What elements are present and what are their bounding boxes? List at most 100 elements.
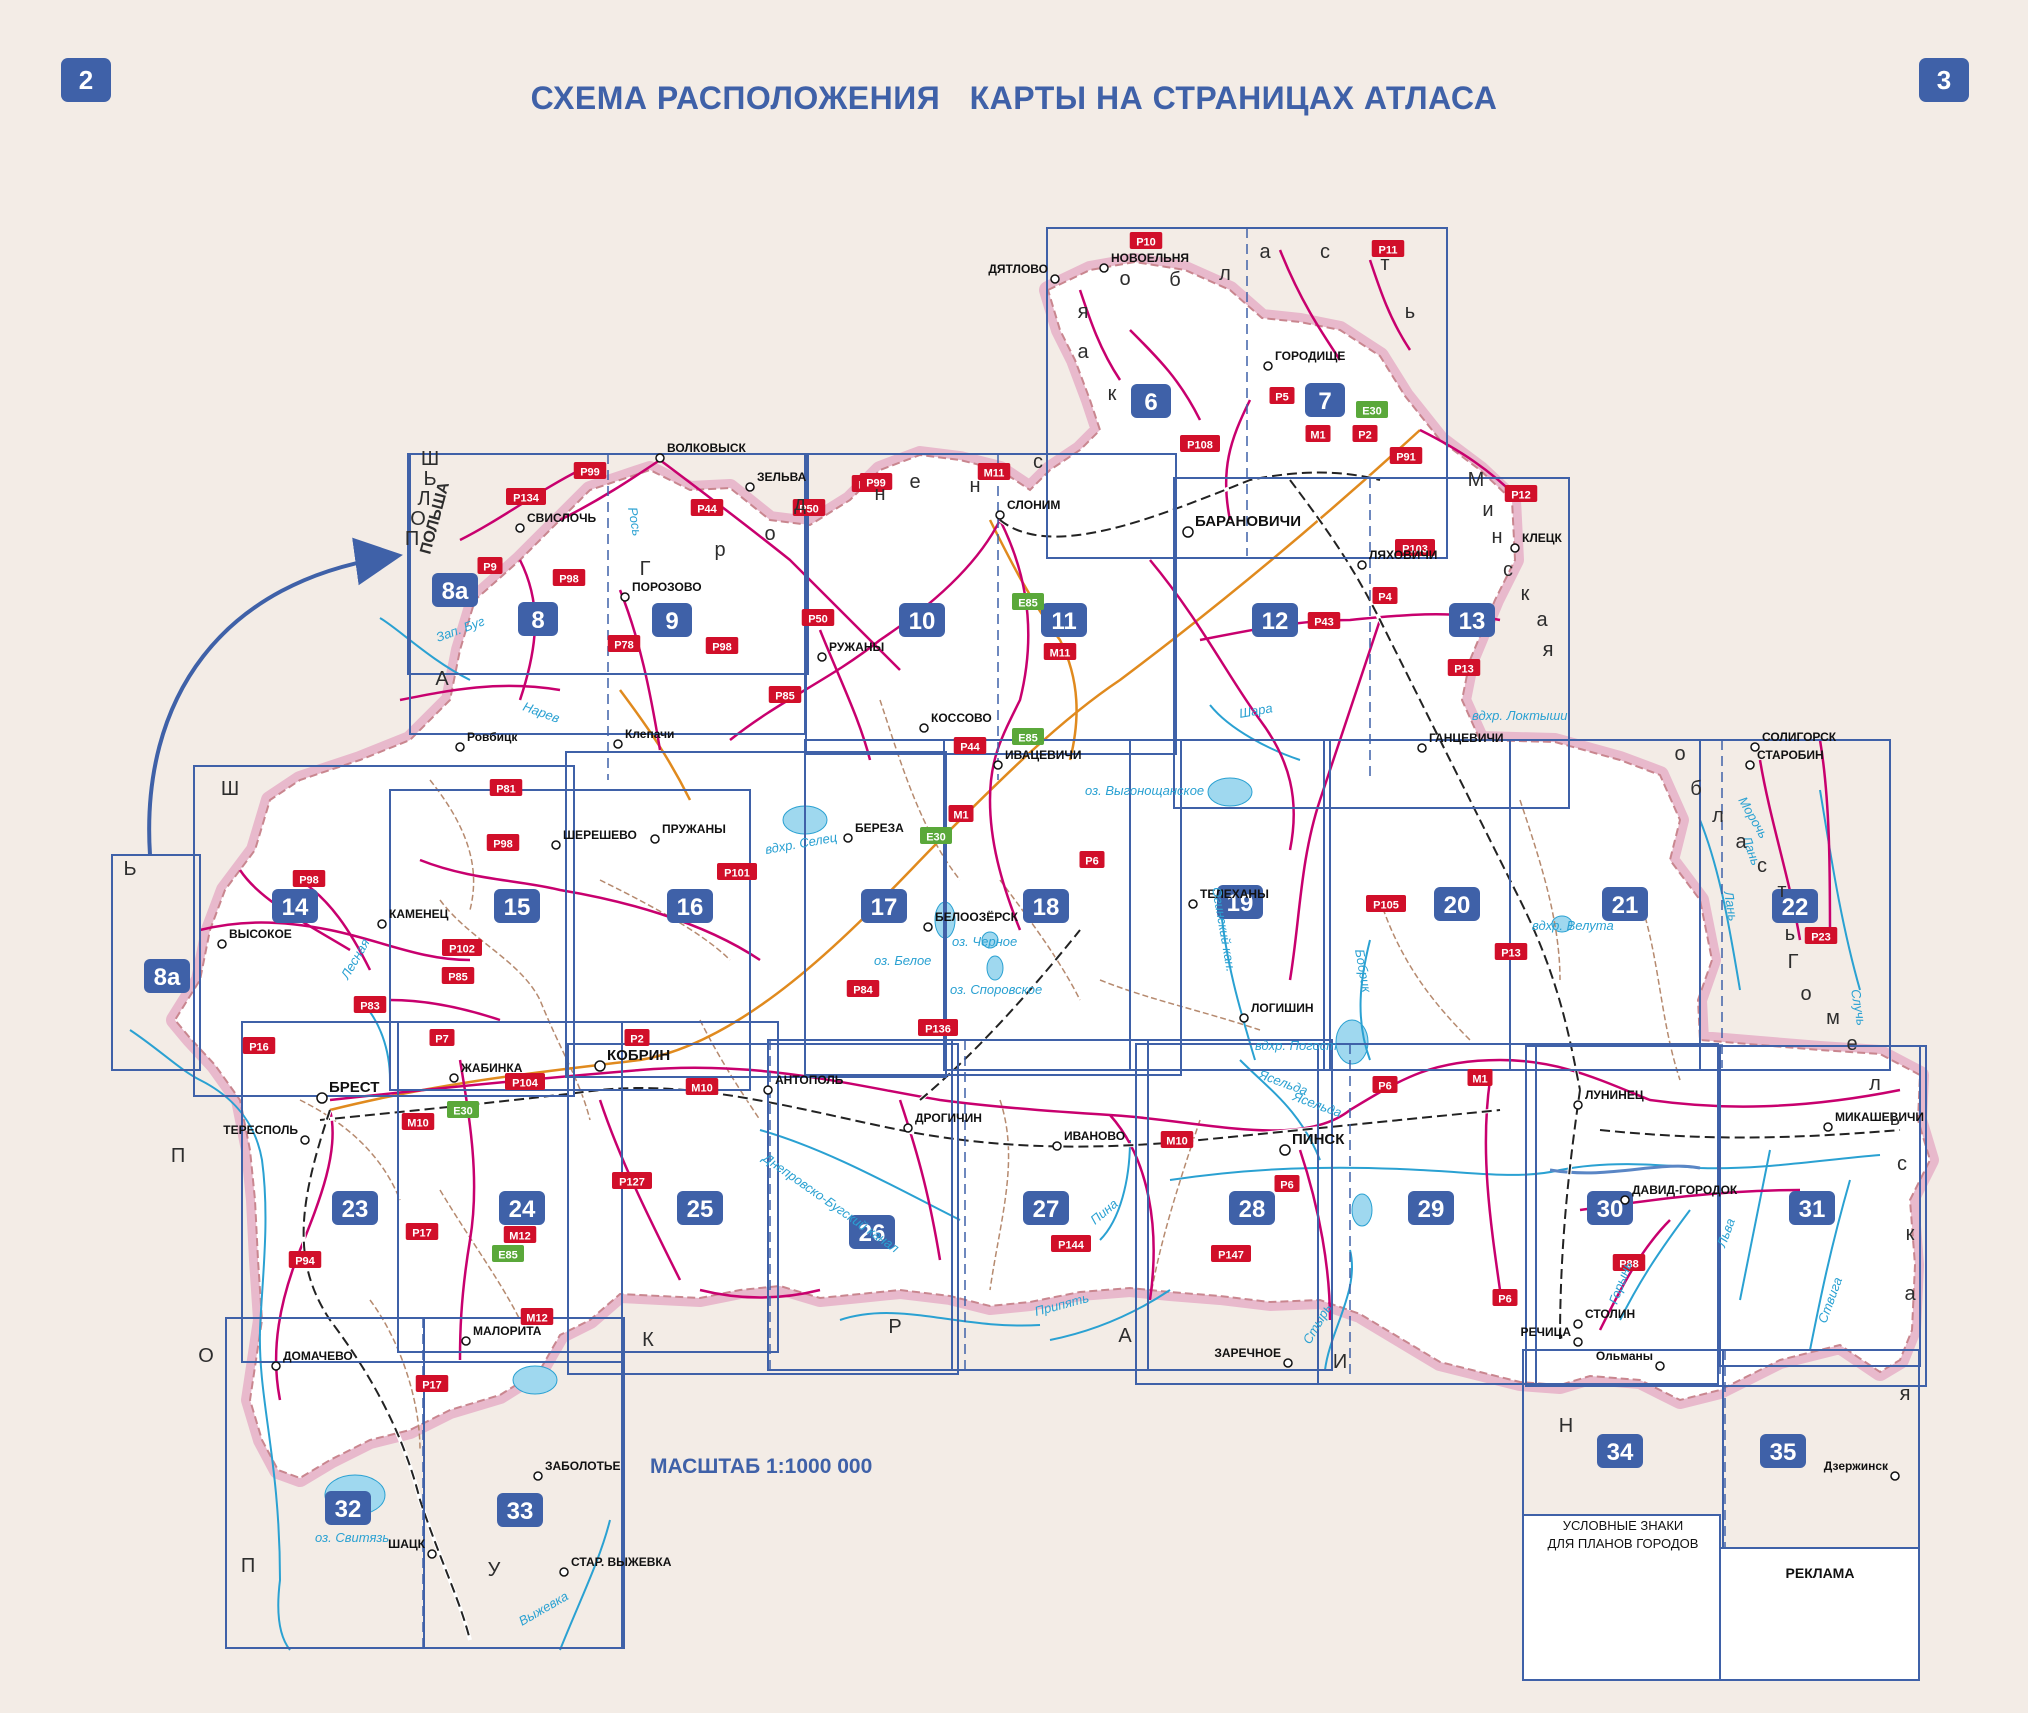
sheet-badge[interactable] (1305, 383, 1345, 417)
region-letter: б (1169, 269, 1180, 291)
sheet-number: 28 (1239, 1196, 1266, 1223)
sheet-badge[interactable] (272, 889, 318, 923)
legend-city-plans-box[interactable] (1522, 1514, 1721, 1681)
title-part-1: СХЕМА РАСПОЛОЖЕНИЯ (530, 80, 941, 116)
road (1368, 259, 1412, 351)
city-label: АНТОПОЛЬ (775, 1073, 844, 1087)
city-label: ВОЛКОВЫСК (667, 441, 747, 455)
route-shield (1269, 387, 1295, 404)
route-shield (1372, 587, 1398, 604)
lake (1351, 1193, 1373, 1227)
route-shield (685, 1078, 719, 1095)
route-number: Р6 (1085, 856, 1098, 868)
sheet-badge[interactable] (332, 1191, 378, 1225)
sheet-badge[interactable] (518, 602, 558, 636)
region-letter: м (1826, 1007, 1840, 1029)
region-letter: а (1904, 1283, 1916, 1305)
sheet-badge[interactable] (1597, 1434, 1643, 1468)
sheet-badge[interactable] (667, 889, 713, 923)
page-number-left: 2 (61, 58, 111, 102)
city-dot (903, 1123, 913, 1133)
city-label: ЛОГИШИН (1251, 1001, 1314, 1015)
route-number: Р50 (808, 614, 828, 626)
sheet-badge[interactable] (1217, 885, 1263, 919)
city-label: ЛУНИНЕЦ (1585, 1088, 1644, 1102)
route-shield (242, 1037, 276, 1054)
sheet-number: 23 (342, 1196, 369, 1223)
sheet-badge[interactable] (652, 603, 692, 637)
sheet-badge[interactable] (677, 1191, 723, 1225)
road (399, 684, 561, 702)
sheet-badge[interactable] (849, 1215, 895, 1249)
sheet-badge[interactable] (144, 959, 190, 993)
route-shield (401, 1113, 435, 1130)
route-shield (1447, 659, 1481, 676)
sheet-badge[interactable] (1772, 889, 1818, 923)
road (618, 589, 662, 751)
city-dot (1188, 899, 1198, 909)
route-number: Р11 (1379, 245, 1398, 257)
sheet-frame (1173, 477, 1570, 809)
route-shield (977, 463, 1011, 480)
sheet-badge[interactable] (494, 889, 540, 923)
sheet-badge[interactable] (1449, 603, 1495, 637)
water-label: Выжевка (516, 1588, 571, 1628)
sheet-badge[interactable] (325, 1491, 371, 1525)
city-label: СЛОНИМ (1007, 498, 1060, 512)
sheet-badge[interactable] (899, 603, 945, 637)
region-letter: ь (1405, 301, 1415, 323)
route-number: Р2 (630, 1034, 643, 1046)
sheet-badge[interactable] (1760, 1434, 1806, 1468)
sheet-badge[interactable] (1023, 1191, 1069, 1225)
river (1209, 704, 1301, 761)
sheet-badge[interactable] (1041, 603, 1087, 637)
road (818, 629, 872, 761)
route-number-green: Е85 (1018, 598, 1038, 610)
city-dot (300, 1135, 310, 1145)
sheet-frame (389, 789, 751, 1091)
region-letter: Л (417, 488, 430, 510)
city-label: ГАНЦЕВИЧИ (1429, 731, 1504, 745)
city-dot (1099, 263, 1109, 273)
city-dot (1573, 1100, 1583, 1110)
route-shield (1467, 1069, 1493, 1086)
water-label: вдхр. Велута (1532, 918, 1614, 933)
city-label: СОЛИГОРСК (1762, 730, 1837, 744)
city-label: ИВАЦЕВИЧИ (1005, 748, 1081, 762)
sheet-badge[interactable] (499, 1191, 545, 1225)
route-shield (1129, 232, 1163, 249)
region-letter: К (642, 1329, 654, 1351)
city-dot (1239, 1013, 1249, 1023)
sheet-badge[interactable] (1252, 603, 1298, 637)
sheet-badge[interactable] (861, 889, 907, 923)
sheet-number: 13 (1459, 608, 1486, 635)
inset-arrow (147, 537, 403, 856)
district-border (429, 779, 475, 911)
water-label: вдхр. Погост (1255, 1038, 1337, 1053)
river (129, 1029, 291, 1651)
lake (1335, 1019, 1369, 1065)
district-border (1519, 799, 1561, 981)
sheet-badge[interactable] (1023, 889, 1069, 923)
sheet-badge[interactable] (497, 1493, 543, 1527)
legend-advertising-box[interactable] (1719, 1547, 1920, 1681)
sheet-badge[interactable] (1131, 384, 1171, 418)
sheet-number: 18 (1033, 894, 1060, 921)
sheet-badge[interactable] (1434, 887, 1480, 921)
region-letter: Н (1559, 1415, 1573, 1437)
sheet-badge[interactable] (1789, 1191, 1835, 1225)
route-shield (1492, 1289, 1518, 1306)
sheet-badge[interactable] (432, 573, 478, 607)
route-number: М11 (1050, 648, 1071, 660)
sheet-badge[interactable] (1408, 1191, 1454, 1225)
region-letter: к (1906, 1223, 1915, 1245)
city-dot (1263, 361, 1273, 371)
city-markers: ДЯТЛОВОНОВОЕЛЬНЯГОРОДИЩЕБАРАНОВИЧИЛЯХОВИ… (217, 251, 1924, 1577)
railway (302, 1109, 471, 1641)
route-shield (624, 1029, 650, 1046)
city-dot (1417, 743, 1427, 753)
sheet-badge[interactable] (1229, 1191, 1275, 1225)
sheet-badge[interactable] (1602, 887, 1648, 921)
city-label: ШЕРЕШЕВО (563, 828, 637, 842)
